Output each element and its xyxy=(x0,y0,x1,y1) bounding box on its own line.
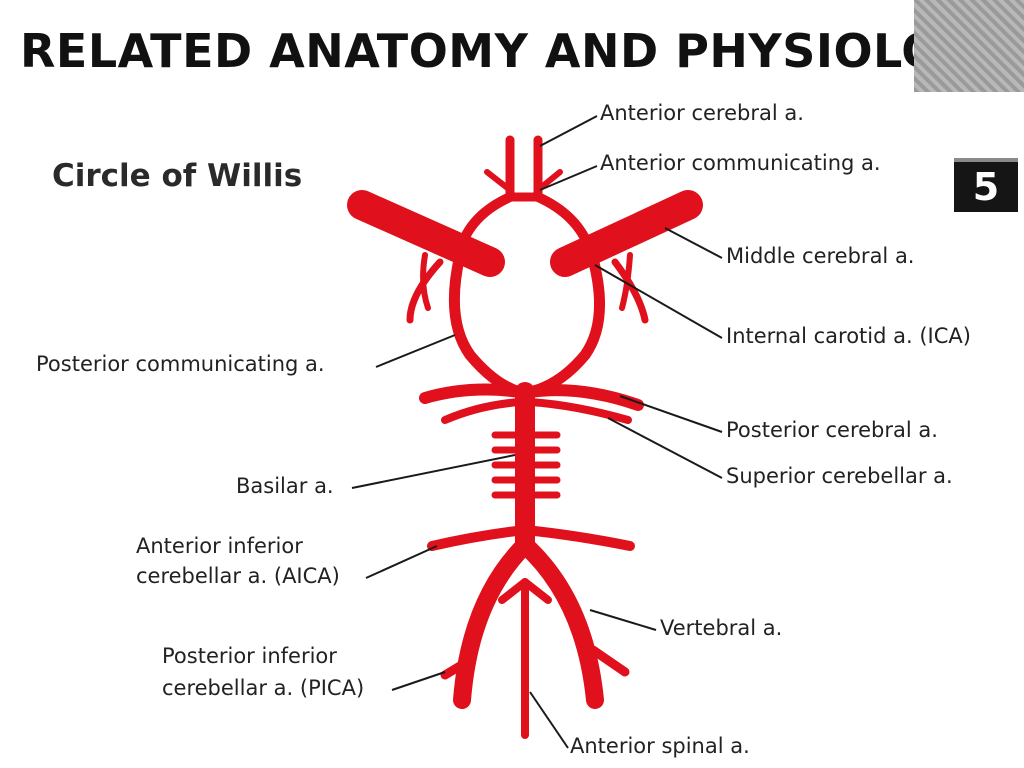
leader-posterior-cerebral xyxy=(619,395,723,433)
leader-superior-cerebellar xyxy=(607,417,723,479)
leader-middle-cerebral xyxy=(664,227,723,259)
leader-posterior-communicating xyxy=(375,334,456,368)
posterior-cerebral-left xyxy=(419,383,526,404)
label-vertebral: Vertebral a. xyxy=(660,616,783,640)
middle-cerebral-artery-left xyxy=(347,190,505,277)
mca-branch-right xyxy=(611,258,649,324)
label-aica-line2: cerebellar a. (AICA) xyxy=(136,564,340,588)
leader-vertebral xyxy=(589,609,657,631)
superior-cerebellar-right xyxy=(526,398,632,424)
mca-branch-left-2 xyxy=(420,252,431,311)
figure-title: Circle of Willis xyxy=(52,158,303,194)
pica-right xyxy=(588,645,630,677)
leader-anterior-spinal xyxy=(529,691,569,749)
aica-left xyxy=(427,525,530,551)
label-posterior-cerebral: Posterior cerebral a. xyxy=(726,418,938,442)
anterior-cerebral-branch-right xyxy=(535,169,563,193)
label-internal-carotid: Internal carotid a. (ICA) xyxy=(726,324,971,348)
pica-left xyxy=(440,655,475,680)
leader-anterior-cerebral xyxy=(539,115,598,147)
figure-number-badge: 5 xyxy=(954,158,1018,212)
posterior-cerebral-right xyxy=(524,384,644,411)
leader-pica xyxy=(391,671,446,691)
leader-anterior-communicating xyxy=(539,165,598,191)
anterior-cerebral-branch-left xyxy=(484,169,513,193)
label-anterior-spinal: Anterior spinal a. xyxy=(570,734,750,758)
aica-right xyxy=(520,525,635,551)
label-middle-cerebral: Middle cerebral a. xyxy=(726,244,915,268)
label-superior-cerebellar: Superior cerebellar a. xyxy=(726,464,953,488)
vertebral-left xyxy=(453,536,534,709)
label-pica-line1: Posterior inferior xyxy=(162,644,337,668)
mca-branch-left xyxy=(406,258,444,324)
label-pica-line2: cerebellar a. (PICA) xyxy=(162,676,365,700)
slide-title: RELATED ANATOMY AND PHYSIOLOGY xyxy=(20,24,1012,78)
anterior-spinal-left xyxy=(498,578,529,739)
label-anterior-cerebral: Anterior cerebral a. xyxy=(600,101,804,125)
superior-cerebellar-left xyxy=(441,398,524,424)
label-posterior-communicating: Posterior communicating a. xyxy=(36,352,325,376)
corner-decoration xyxy=(914,0,1024,92)
leader-basilar xyxy=(351,454,516,489)
label-aica-line1: Anterior inferior xyxy=(136,534,303,558)
middle-cerebral-artery-right xyxy=(550,190,703,277)
vertebral-right xyxy=(516,536,604,709)
anterior-spinal-right xyxy=(521,578,552,604)
leader-aica xyxy=(365,545,438,579)
label-anterior-communicating: Anterior communicating a. xyxy=(600,151,881,175)
leader-internal-carotid xyxy=(594,264,723,339)
label-basilar: Basilar a. xyxy=(236,474,334,498)
